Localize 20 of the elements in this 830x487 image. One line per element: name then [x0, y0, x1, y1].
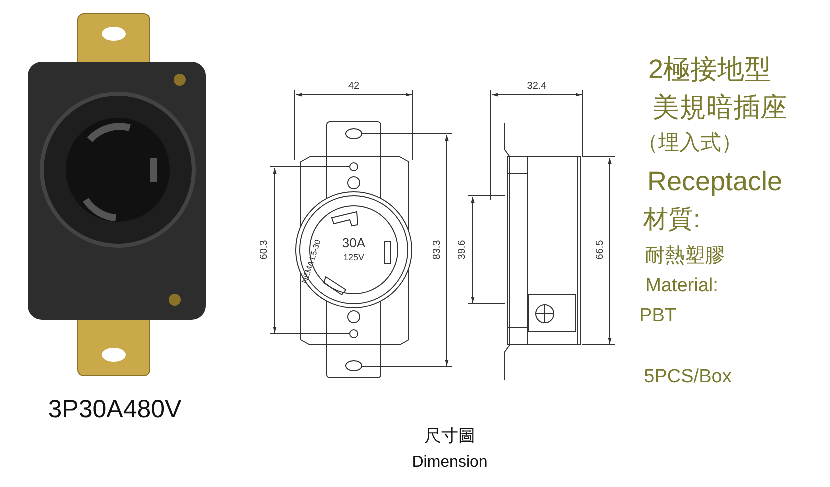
dimension-value: 42 — [348, 82, 360, 92]
material-heading: 材質: — [644, 208, 700, 232]
material-value: PBT — [640, 306, 676, 326]
product-name: Receptacle — [647, 168, 783, 196]
rating-text: 30A — [342, 236, 366, 250]
dimension-value: 60.3 — [260, 240, 270, 260]
product-title: 美規暗插座 — [652, 94, 788, 122]
drawing-caption: 尺寸圖 — [424, 428, 476, 444]
material-value: 耐熱塑膠 — [645, 246, 725, 266]
model-number: 3P30A480V — [48, 398, 182, 422]
product-title: 2極接地型 — [648, 56, 772, 84]
dimension-value: 66.5 — [596, 240, 606, 260]
mounting-type-note: （埋入式） — [638, 132, 742, 154]
dimension-value: 83.3 — [433, 240, 443, 260]
rating-text: 125V — [343, 254, 365, 262]
packaging-note: 5PCS/Box — [644, 368, 732, 386]
material-heading: Material: — [646, 276, 718, 296]
dimension-value: 32.4 — [527, 82, 547, 92]
dimension-value: 39.6 — [458, 240, 468, 260]
drawing-caption: Dimension — [412, 455, 488, 471]
